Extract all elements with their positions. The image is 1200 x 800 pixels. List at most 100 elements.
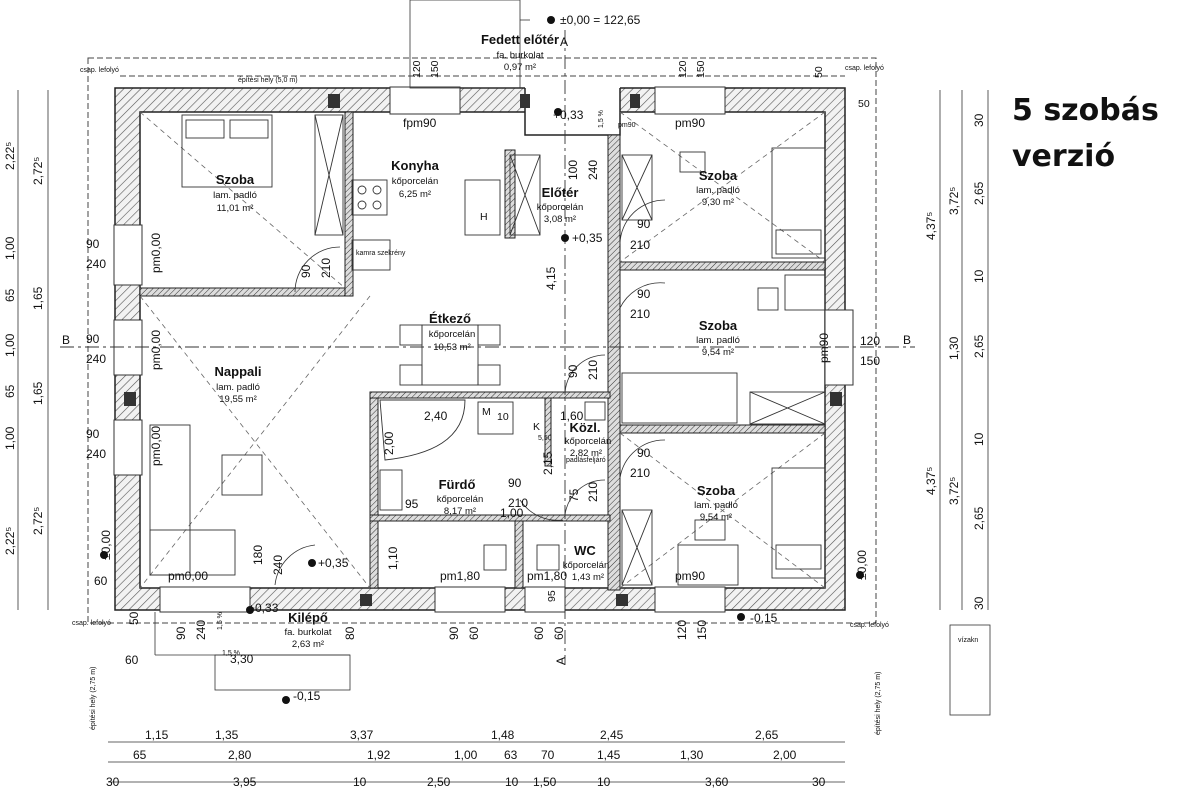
svg-text:1,00: 1,00 — [454, 748, 478, 762]
svg-text:8,17 m²: 8,17 m² — [444, 506, 476, 517]
svg-text:19,55 m²: 19,55 m² — [219, 394, 257, 405]
svg-text:60: 60 — [532, 626, 546, 640]
svg-text:+0,33: +0,33 — [248, 601, 279, 615]
svg-text:240: 240 — [86, 352, 106, 366]
annotations: építési hely (5,0 m) építési hely (2,75 … — [62, 35, 978, 735]
svg-text:csap. lefolyó: csap. lefolyó — [72, 620, 111, 627]
svg-text:építési hely (5,0 m): építési hely (5,0 m) — [238, 77, 298, 84]
svg-text:1,15: 1,15 — [145, 728, 169, 742]
svg-text:90: 90 — [86, 332, 100, 346]
svg-text:pm1,80: pm1,80 — [527, 569, 567, 583]
svg-text:kőporcelán: kőporcelán — [563, 560, 609, 571]
svg-text:95: 95 — [546, 590, 558, 602]
svg-text:2,22⁵: 2,22⁵ — [3, 142, 17, 170]
svg-text:10,53 m²: 10,53 m² — [433, 342, 471, 353]
version-caption: 5 szobás verzió — [1012, 88, 1192, 180]
svg-text:1,30: 1,30 — [947, 336, 961, 360]
svg-text:60: 60 — [125, 653, 139, 667]
svg-text:Szoba: Szoba — [699, 168, 738, 183]
svg-text:±0,00: ±0,00 — [99, 530, 113, 560]
room-nappali: Nappali lam. padló 19,55 m² — [215, 364, 262, 405]
dimension-lines — [17, 90, 989, 783]
svg-text:B: B — [62, 333, 70, 347]
dims-right-outer: 30 2,65 10 2,65 10 2,65 30 — [972, 113, 986, 610]
svg-text:fa. burkolat: fa. burkolat — [285, 627, 332, 638]
room-szoba4: Szoba lam. padló 9,54 m² — [694, 483, 738, 523]
svg-text:2,65: 2,65 — [755, 728, 779, 742]
svg-text:5,50: 5,50 — [538, 435, 552, 442]
room-kilepo: Kilépő fa. burkolat 2,63 m² — [285, 610, 332, 650]
svg-text:120: 120 — [860, 334, 880, 348]
entry-recess — [525, 86, 620, 114]
svg-text:építési hely (2,75 m): építési hely (2,75 m) — [875, 672, 882, 735]
dims-right-inner: 4,37⁵ 4,37⁵ — [924, 212, 938, 495]
svg-text:63: 63 — [504, 748, 518, 762]
svg-text:1,10: 1,10 — [386, 546, 400, 570]
svg-text:Szoba: Szoba — [216, 172, 255, 187]
svg-text:60: 60 — [94, 574, 108, 588]
svg-text:2,40: 2,40 — [424, 409, 448, 423]
room-wc: WC kőporcelán 1,43 m² — [563, 543, 609, 583]
svg-text:lam. padló: lam. padló — [696, 335, 740, 346]
room-kozl: Közl. kőporcelán 2,82 m² — [565, 420, 611, 459]
svg-text:1,5 %: 1,5 % — [222, 650, 240, 657]
svg-text:2,22⁵: 2,22⁵ — [3, 527, 17, 555]
svg-text:pm90: pm90 — [618, 122, 636, 129]
svg-text:60: 60 — [467, 626, 481, 640]
svg-text:lam. padló: lam. padló — [216, 382, 260, 393]
svg-text:fa. burkolat: fa. burkolat — [497, 50, 544, 61]
svg-text:+0,35: +0,35 — [572, 231, 603, 245]
svg-text:1,92: 1,92 — [367, 748, 391, 762]
svg-text:9,54 m²: 9,54 m² — [702, 347, 734, 358]
svg-text:150: 150 — [860, 354, 880, 368]
svg-text:2,72⁵: 2,72⁵ — [31, 507, 45, 535]
room-szoba1: Szoba lam. padló 11,01 m² — [213, 172, 257, 214]
svg-text:1,00: 1,00 — [3, 236, 17, 260]
svg-text:1,00: 1,00 — [3, 426, 17, 450]
dims-left-outer: 2,22⁵ 1,00 65 1,00 65 1,00 2,22⁵ — [3, 142, 17, 555]
svg-text:csap. lefolyó: csap. lefolyó — [845, 65, 884, 72]
svg-text:50: 50 — [813, 66, 825, 78]
svg-text:pm0,00: pm0,00 — [149, 233, 163, 273]
svg-text:kőporcelán: kőporcelán — [537, 202, 583, 213]
svg-text:M: M — [482, 406, 491, 418]
svg-text:±0,00 = 122,65: ±0,00 = 122,65 — [560, 13, 641, 27]
svg-text:2,65: 2,65 — [972, 506, 986, 530]
svg-text:Kilépő: Kilépő — [288, 610, 328, 625]
svg-text:2,00: 2,00 — [382, 431, 396, 455]
svg-text:2,65: 2,65 — [972, 181, 986, 205]
svg-text:65: 65 — [133, 748, 147, 762]
svg-text:2,80: 2,80 — [228, 748, 252, 762]
svg-text:10: 10 — [972, 269, 986, 283]
svg-text:kőporcelán: kőporcelán — [392, 176, 438, 187]
level-labels: ±0,00 = 122,65 +0,33 +0,35 +0,35 +0,33 -… — [99, 13, 869, 703]
svg-text:+0,33: +0,33 — [553, 108, 584, 122]
svg-text:1,45: 1,45 — [597, 748, 621, 762]
plot-boundary — [87, 57, 877, 624]
svg-text:210: 210 — [508, 496, 528, 510]
svg-text:A: A — [554, 657, 568, 665]
svg-text:Konyha: Konyha — [391, 158, 439, 173]
svg-text:vízakn: vízakn — [958, 637, 978, 644]
svg-text:0,97 m²: 0,97 m² — [504, 62, 536, 73]
svg-text:100: 100 — [566, 160, 580, 180]
svg-text:kőporcelán: kőporcelán — [437, 494, 483, 505]
svg-text:Fürdő: Fürdő — [439, 477, 476, 492]
svg-text:Közl.: Közl. — [569, 420, 600, 435]
svg-text:90: 90 — [299, 264, 313, 278]
door-swings — [274, 199, 666, 586]
svg-text:±0,00: ±0,00 — [855, 550, 869, 580]
dims-right-mid: 3,72⁵ 1,30 3,72⁵ — [947, 187, 961, 505]
svg-text:1,50: 1,50 — [533, 775, 557, 789]
svg-text:240: 240 — [271, 555, 285, 575]
svg-text:csap. lefolyó: csap. lefolyó — [850, 622, 889, 629]
dims-left-inner: 2,72⁵ 1,65 1,65 2,72⁵ — [31, 157, 45, 535]
svg-text:3,08 m²: 3,08 m² — [544, 214, 576, 225]
room-etkezo: Étkező kőporcelán 10,53 m² — [429, 311, 475, 353]
svg-text:10: 10 — [497, 411, 509, 423]
entry-wall — [524, 88, 621, 136]
svg-text:Előtér: Előtér — [542, 185, 579, 200]
dims-bottom-row3: 30 3,95 10 2,50 10 1,50 10 3,60 30 — [106, 775, 826, 789]
room-furdo: Fürdő kőporcelán 8,17 m² — [437, 477, 483, 517]
